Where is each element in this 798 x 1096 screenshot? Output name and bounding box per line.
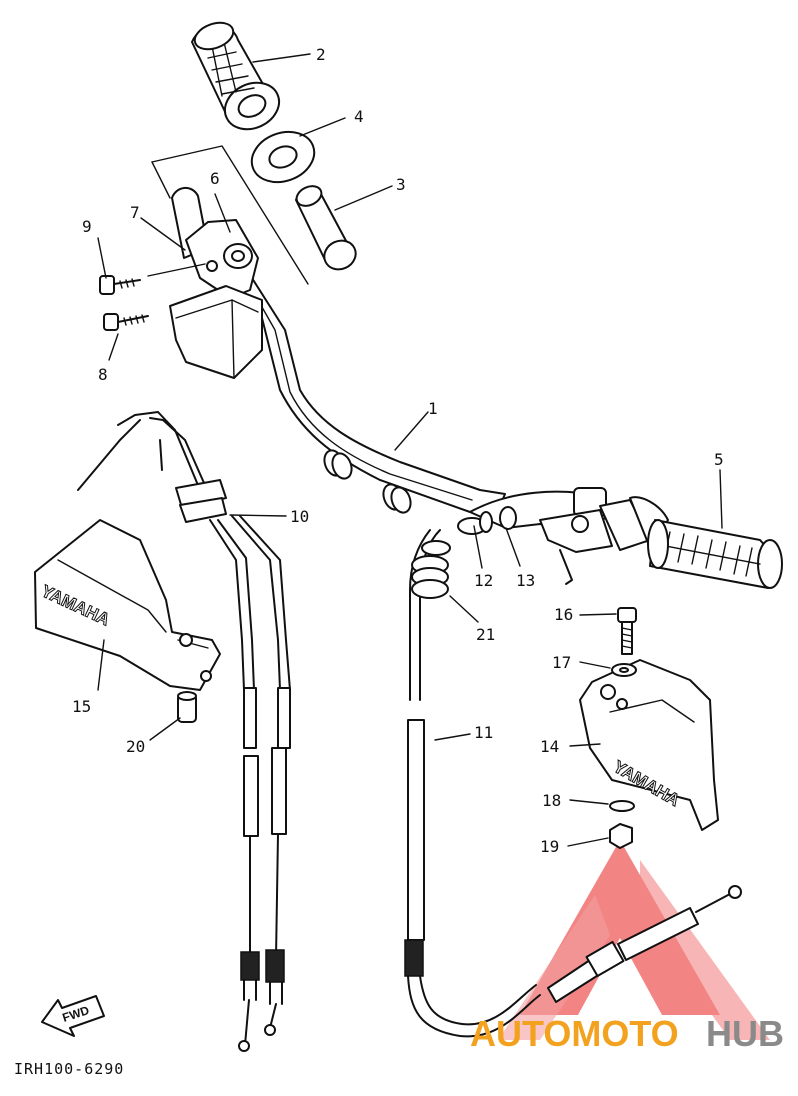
- callout-19: 19: [540, 837, 559, 856]
- fwd-arrow-icon: FWD: [41, 995, 105, 1037]
- callout-2: 2: [316, 45, 326, 64]
- spacer-20: [177, 691, 197, 723]
- throttle-sleeve: [295, 185, 357, 271]
- callout-17: 17: [552, 653, 571, 672]
- callout-5: 5: [714, 450, 724, 469]
- watermark-text: AUTOMOTO HUB: [470, 1013, 784, 1054]
- callout-21: 21: [476, 625, 495, 644]
- right-grip: [647, 519, 783, 589]
- callout-labels: 1 2 3 4 5 6 7 8 9 10 11 12 13 14 15 16 1…: [72, 45, 724, 856]
- callout-12: 12: [474, 571, 493, 590]
- callout-15: 15: [72, 697, 91, 716]
- callout-13: 13: [516, 571, 535, 590]
- watermark-triangle-logo: [498, 840, 770, 1040]
- callout-11: 11: [474, 723, 493, 742]
- watermark-part1: AUTOMOTO: [470, 1013, 679, 1054]
- leader-lines: [97, 53, 723, 847]
- assembly-bracket: [151, 145, 309, 285]
- washer-17: [611, 663, 637, 677]
- callout-1: 1: [428, 399, 438, 418]
- nut-19: [609, 823, 633, 849]
- cable-adjuster: [457, 506, 517, 535]
- grip-washer: [250, 130, 316, 184]
- callout-3: 3: [396, 175, 406, 194]
- callout-7: 7: [130, 203, 140, 222]
- screw-8: [103, 313, 149, 331]
- callout-8: 8: [98, 365, 108, 384]
- callout-6: 6: [210, 169, 220, 188]
- washer-18: [609, 800, 635, 812]
- clutch-lever-assembly: [469, 487, 669, 585]
- throttle-housing: [171, 187, 259, 299]
- callout-4: 4: [354, 107, 364, 126]
- callout-9: 9: [82, 217, 92, 236]
- watermark-part2: HUB: [706, 1013, 784, 1054]
- clutch-cable: [404, 529, 742, 1038]
- right-hand-guard: YAMAHA: [579, 659, 719, 831]
- bolt-16: [617, 607, 637, 655]
- callout-18: 18: [542, 791, 561, 810]
- throttle-cables: [77, 411, 291, 1052]
- drawing-code: IRH100-6290: [14, 1060, 124, 1078]
- left-grip-top: [191, 21, 281, 131]
- throttle-cap: [169, 285, 263, 379]
- screw-9: [99, 275, 141, 295]
- callout-20: 20: [126, 737, 145, 756]
- callout-14: 14: [540, 737, 559, 756]
- cable-boot-21: [411, 540, 451, 599]
- callout-10: 10: [290, 507, 309, 526]
- handlebar: [229, 274, 506, 514]
- callout-16: 16: [554, 605, 573, 624]
- left-hand-guard: YAMAHA: [34, 519, 221, 691]
